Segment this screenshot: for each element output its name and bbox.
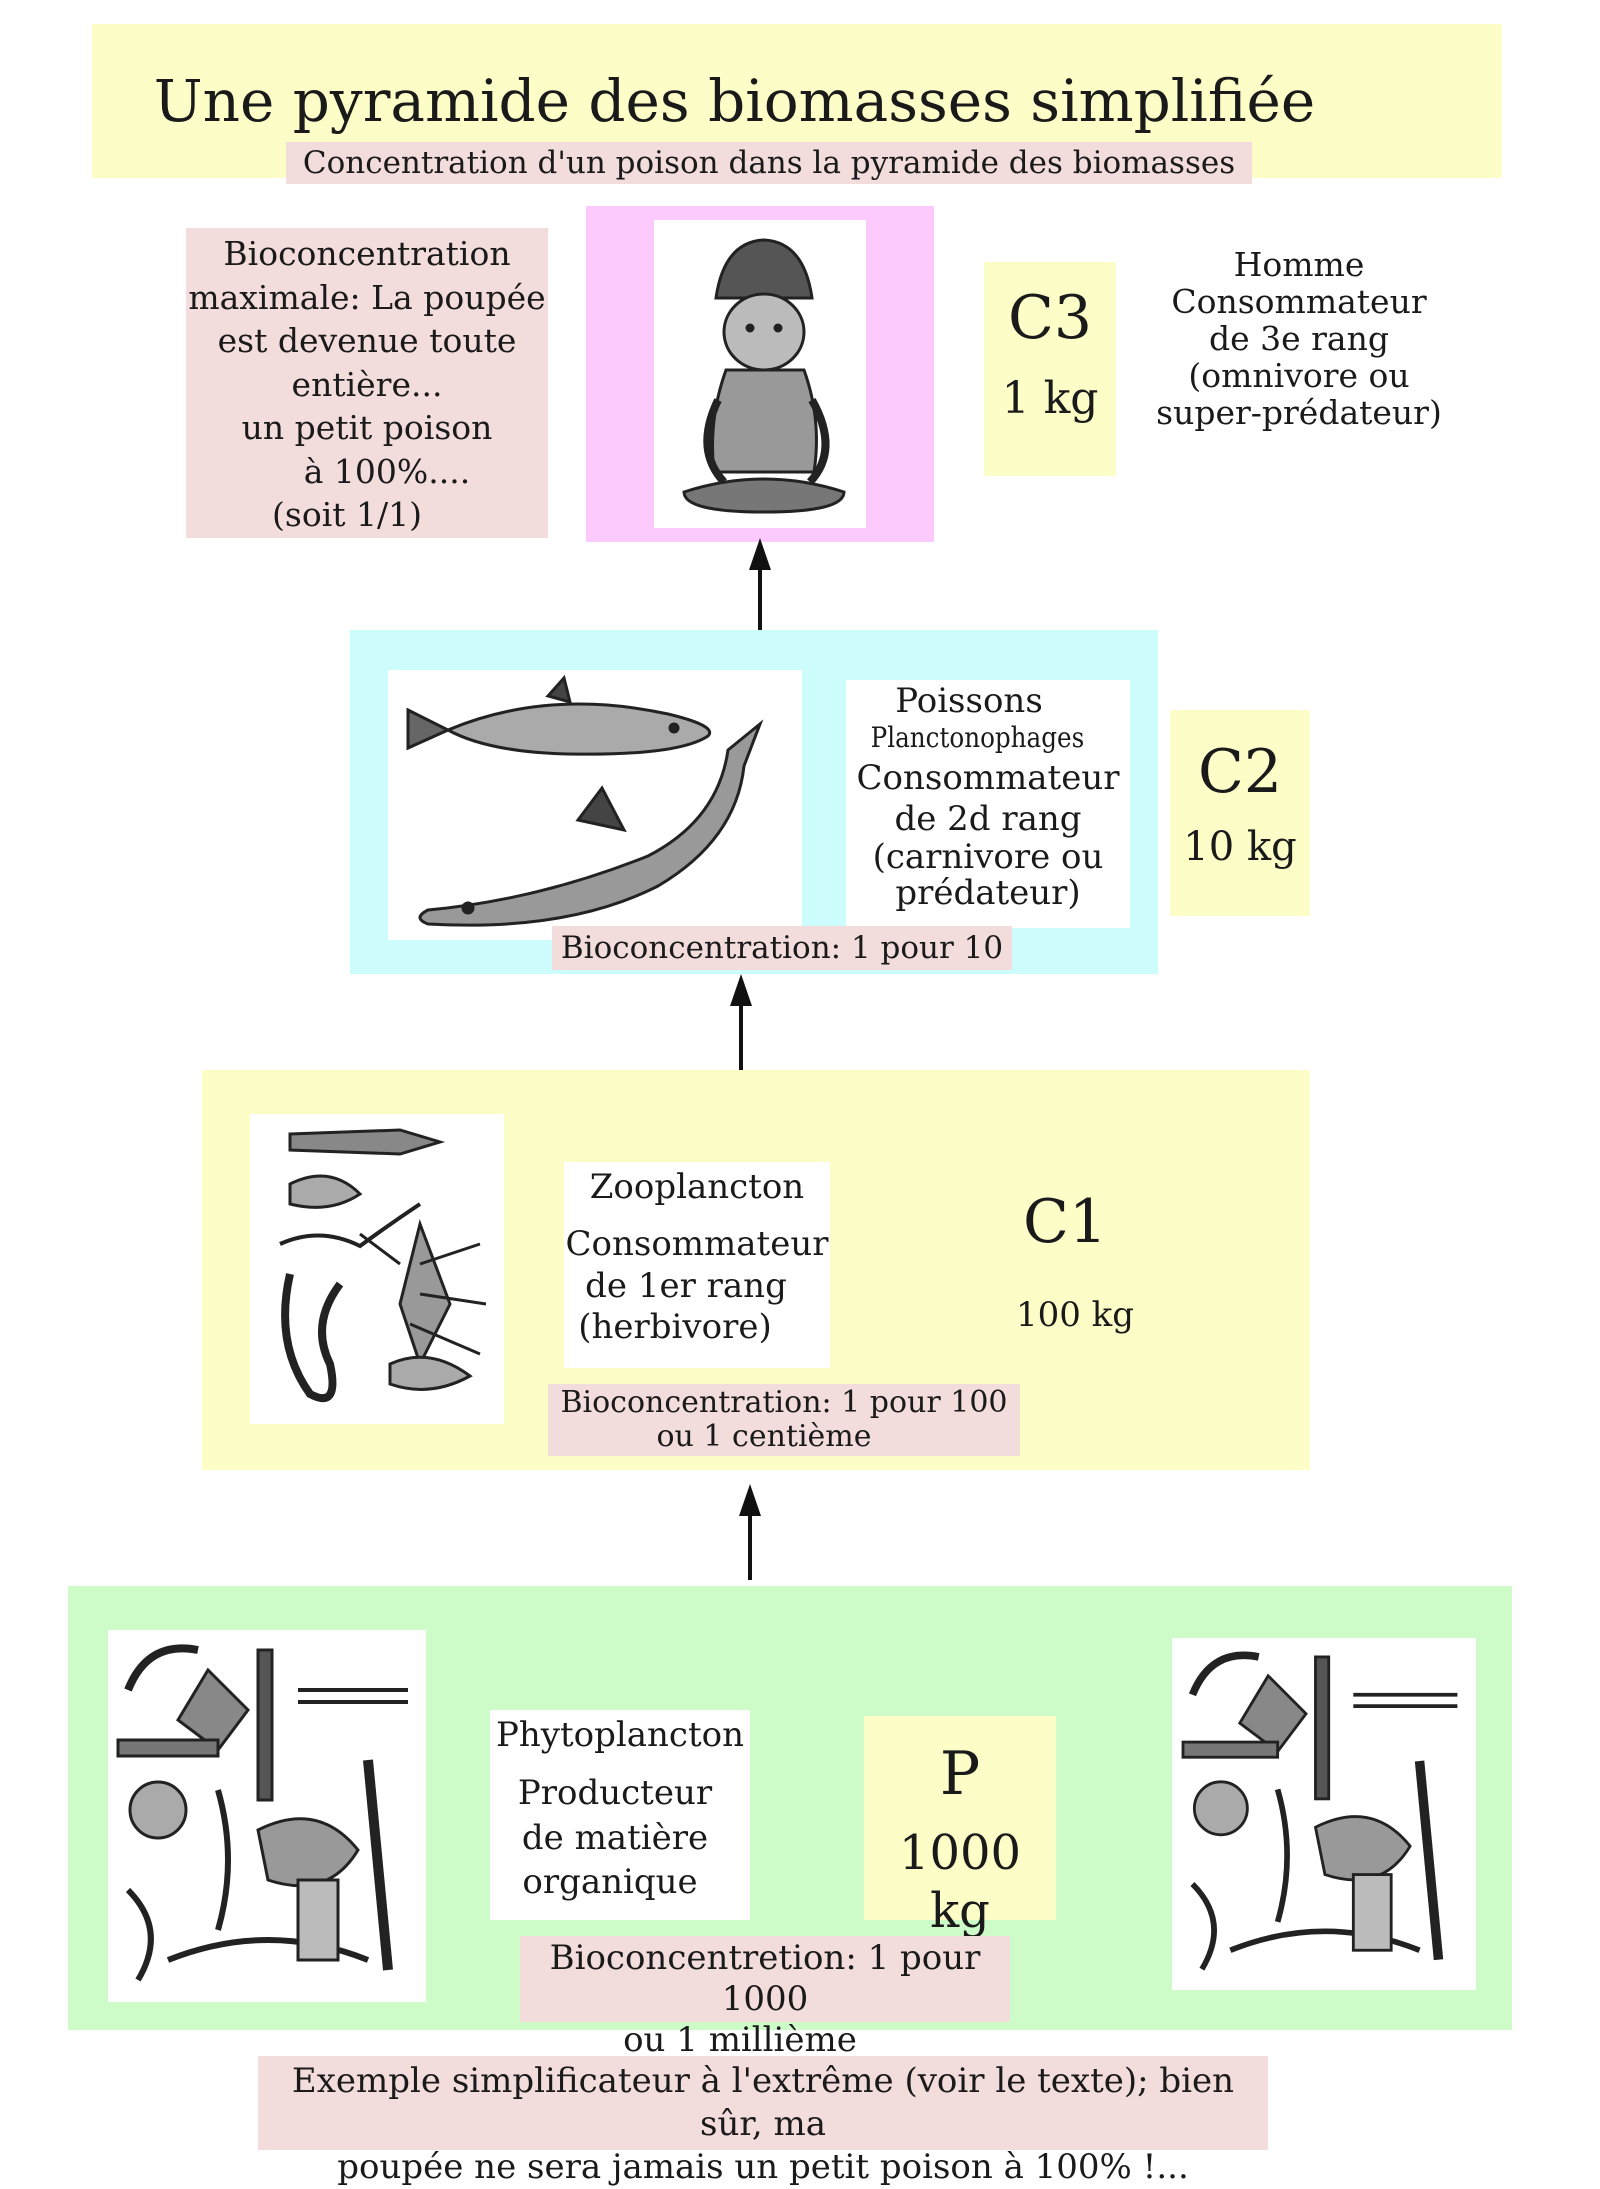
c2-bioconcentration: Bioconcentration: 1 pour 10	[552, 926, 1012, 970]
phytoplankton-icon	[108, 1630, 426, 2002]
c3-code: C3	[984, 280, 1116, 356]
c1-desc-line: Zooplancton	[564, 1166, 830, 1208]
fish-icon	[388, 670, 802, 940]
c2-level-box: C2 10 kg	[1170, 710, 1310, 916]
p-bioconcentration: Bioconcentretion: 1 pour 1000 ou 1 milli…	[520, 1936, 1010, 2022]
c3-desc-line: Homme	[1134, 246, 1464, 283]
c3-mass: 1 kg	[984, 372, 1116, 426]
c2-desc-line: (carnivore ou	[846, 838, 1130, 876]
c3-note-line: Bioconcentration	[186, 232, 548, 276]
c3-desc-line: Consommateur	[1134, 283, 1464, 320]
footer-line: Exemple simplificateur à l'extrême (voir…	[258, 2060, 1268, 2146]
c2-description: Poissons Planctonophages Consommateur de…	[846, 680, 1130, 928]
phytoplankton-icon	[1172, 1638, 1476, 1990]
p-desc-line: Phytoplancton	[490, 1714, 750, 1756]
c3-desc-line: (omnivore ou	[1134, 357, 1464, 394]
c3-note-line: un petit poison	[186, 406, 548, 450]
c1-desc-line: (herbivore)	[564, 1306, 830, 1348]
c1-bio-line: Bioconcentration: 1 pour 100	[548, 1386, 1020, 1420]
c3-note-line: (soit 1/1)	[186, 493, 548, 537]
p-desc-line: organique	[490, 1860, 750, 1904]
c3-bioconcentration-note: Bioconcentration maximale: La poupée est…	[186, 228, 548, 538]
c3-level-box: C3 1 kg	[984, 262, 1116, 476]
p-code: P	[864, 1736, 1056, 1812]
c3-note-line: est devenue toute	[186, 319, 548, 363]
c3-note-line: entière...	[186, 363, 548, 407]
p-bio-line: ou 1 millième	[520, 2020, 1010, 2061]
child-figurine-icon	[654, 220, 866, 528]
c2-desc-line: de 2d rang	[846, 800, 1130, 838]
p-mass: 1000 kg	[864, 1824, 1056, 1940]
c2-desc-line: Poissons	[846, 682, 1130, 720]
arrow-up-icon	[726, 970, 756, 1074]
zooplankton-icon	[250, 1114, 504, 1424]
c1-mass: 100 kg	[1000, 1292, 1150, 1338]
footer-line: poupée ne sera jamais un petit poison à …	[258, 2146, 1268, 2189]
footer-note: Exemple simplificateur à l'extrême (voir…	[258, 2056, 1268, 2150]
c1-bio-line: ou 1 centième	[548, 1420, 1020, 1454]
page-title: Une pyramide des biomasses simplifiée	[92, 66, 1377, 136]
arrow-up-icon	[745, 534, 775, 636]
p-bio-line: Bioconcentretion: 1 pour 1000	[520, 1938, 1010, 2020]
p-desc-line: Producteur	[490, 1770, 750, 1816]
c3-description: Homme Consommateur de 3e rang (omnivore …	[1134, 246, 1464, 431]
p-desc-line: de matière	[490, 1816, 750, 1860]
c2-desc-line: prédateur)	[846, 876, 1130, 910]
c1-desc-line: de 1er rang	[564, 1266, 830, 1306]
c1-code: C1	[1000, 1182, 1130, 1262]
p-level-box: P 1000 kg	[864, 1716, 1056, 1920]
c2-mass: 10 kg	[1170, 822, 1310, 872]
p-description: Phytoplancton Producteur de matière orga…	[490, 1710, 750, 1920]
c1-description: Zooplancton Consommateur de 1er rang (he…	[564, 1162, 830, 1368]
c3-desc-line: super-prédateur)	[1134, 394, 1464, 431]
c3-note-line: à 100%....	[186, 450, 548, 494]
c2-desc-line: Planctonophages	[863, 720, 1113, 756]
c1-desc-line: Consommateur	[564, 1222, 830, 1266]
c2-desc-line: Consommateur	[846, 756, 1130, 800]
c1-bioconcentration: Bioconcentration: 1 pour 100 ou 1 centiè…	[548, 1384, 1020, 1456]
c3-note-line: maximale: La poupée	[186, 276, 548, 320]
page-subtitle: Concentration d'un poison dans la pyrami…	[286, 142, 1252, 184]
c3-desc-line: de 3e rang	[1134, 320, 1464, 357]
arrow-up-icon	[735, 1480, 765, 1582]
c2-code: C2	[1170, 734, 1310, 810]
